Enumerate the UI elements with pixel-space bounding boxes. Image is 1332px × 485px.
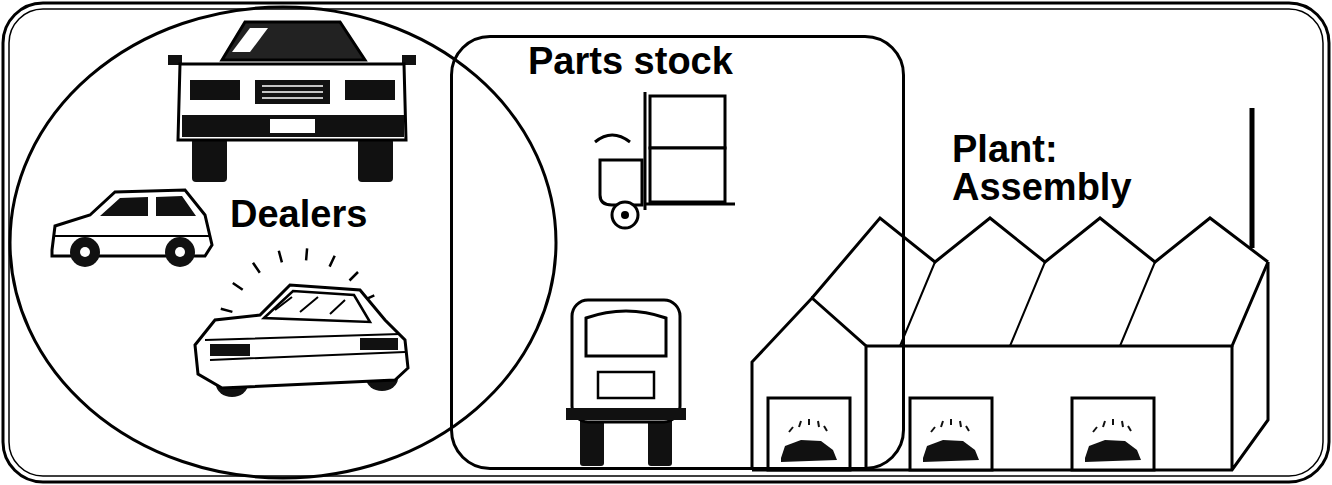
- car-body: [195, 285, 408, 388]
- plant-region: Plant: Assembly: [752, 128, 1272, 472]
- forklift-mast: [644, 92, 647, 210]
- truck-grille: [598, 372, 654, 398]
- parts-box: [650, 148, 725, 202]
- car-new: [195, 248, 408, 397]
- grille: [255, 80, 330, 104]
- factory-door: [768, 398, 850, 470]
- truck: [566, 300, 686, 466]
- hub: [621, 211, 629, 219]
- headlight: [210, 344, 250, 356]
- factory-building: [752, 108, 1268, 470]
- wheel: [192, 138, 227, 182]
- mini-car: [923, 419, 979, 462]
- ellipse-outline: [8, 5, 558, 480]
- roof-ridges: [900, 262, 1155, 346]
- node-label: Parts stock: [528, 42, 733, 80]
- outer-frame: [3, 3, 1329, 482]
- mini-car: [781, 419, 837, 462]
- reflection: [232, 28, 268, 52]
- factory-facade: [752, 298, 866, 470]
- truck-cab: [572, 300, 680, 422]
- grille-lines: [262, 86, 323, 98]
- node-label: Dealers: [230, 195, 367, 233]
- headlight: [360, 338, 398, 350]
- factory-eave: [866, 262, 1268, 346]
- forklift-body: [600, 160, 642, 205]
- car-body: [178, 64, 406, 140]
- car-hatchback: [52, 190, 212, 267]
- factory-walls: [752, 262, 1268, 470]
- headlight: [190, 80, 240, 100]
- dealers-ellipse: Dealers: [8, 5, 558, 480]
- wheel: [70, 237, 100, 267]
- headlight: [345, 80, 395, 100]
- mini-car: [1085, 419, 1141, 462]
- wheel: [358, 138, 393, 182]
- forklift: [595, 92, 735, 228]
- wheel: [165, 237, 195, 267]
- hub: [80, 247, 90, 257]
- car-windows: [100, 196, 196, 216]
- body-line: [55, 235, 210, 237]
- reflection-lines: [275, 297, 345, 314]
- node-label: Plant: Assembly: [952, 130, 1182, 206]
- truck-bumper: [566, 408, 686, 420]
- parts-box: [650, 96, 725, 148]
- body-lines: [205, 334, 405, 360]
- forklift-wheel: [612, 202, 638, 228]
- factory-door: [1072, 398, 1154, 470]
- car-front: [168, 22, 416, 182]
- sawtooth-roof: [812, 218, 1268, 298]
- windshield: [222, 22, 365, 60]
- parts-stock-box: Parts stock: [450, 35, 905, 470]
- ellipse-outline: [10, 7, 556, 478]
- licence-plate: [270, 119, 315, 133]
- inner-frame: [9, 9, 1323, 476]
- bumper: [182, 115, 404, 137]
- hub: [175, 247, 185, 257]
- wheel: [648, 418, 672, 466]
- windshield: [264, 291, 370, 322]
- factory-door: [910, 398, 992, 470]
- wheel: [580, 418, 604, 466]
- truck-windshield: [586, 311, 666, 356]
- forklift-guard: [595, 135, 630, 142]
- chimney: [1250, 108, 1255, 248]
